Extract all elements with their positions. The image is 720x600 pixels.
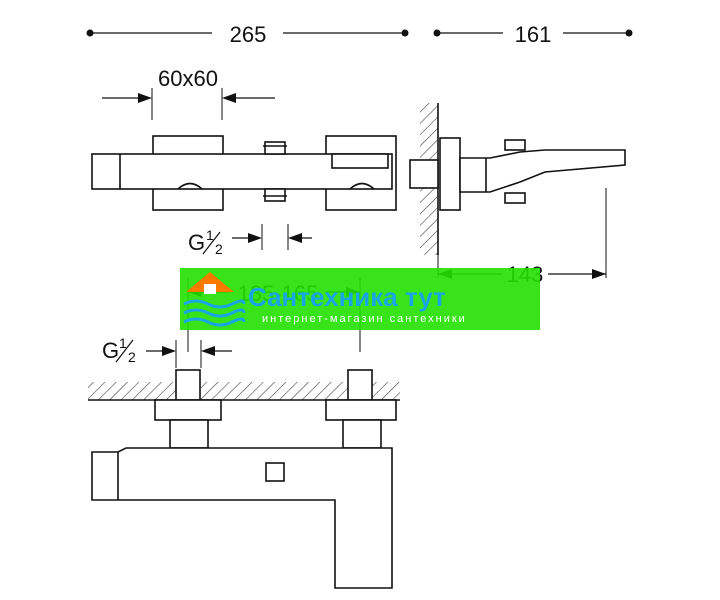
thread-dimension-bottom: G 1 2 [102, 335, 232, 368]
top-view [91, 135, 397, 211]
thread-bottom-letter: G [102, 338, 119, 363]
knob-side-top [504, 139, 526, 151]
mixer-body-front [91, 447, 393, 589]
front-view [88, 369, 400, 589]
dimension-161: 161 [433, 22, 633, 47]
wall-hatch-front [88, 382, 400, 400]
dimension-265: 265 [86, 22, 409, 47]
diverter-button-front [265, 462, 285, 482]
connector-front-right [342, 419, 382, 449]
dim-dot-right [401, 29, 409, 37]
svg-text:1: 1 [119, 335, 127, 351]
dim-60x60-label: 60x60 [158, 66, 218, 91]
watermark-banner: Сантехника тут интернет-магазин сантехни… [180, 268, 540, 330]
flange-front-right [325, 399, 397, 421]
svg-text:1: 1 [206, 227, 214, 243]
flange-front-left [154, 399, 222, 421]
knob-side-bottom [504, 192, 526, 204]
diverter-knob-bottom [264, 188, 286, 202]
watermark-brand: Сантехника тут [248, 282, 446, 312]
connector-front-left [169, 419, 209, 449]
inlet-side [409, 159, 439, 189]
dimension-60x60: 60x60 [102, 66, 275, 120]
dim-161-label: 161 [515, 22, 552, 47]
watermark-tagline: интернет-магазин сантехники [262, 313, 467, 325]
connector-right [349, 182, 375, 190]
body-side [459, 149, 626, 193]
connector-left [177, 182, 203, 190]
side-view [409, 103, 626, 278]
flange-side [439, 137, 461, 211]
thread-dimension-top: G 1 2 [188, 224, 312, 257]
inlet-right [347, 369, 373, 401]
inlet-left [175, 369, 201, 401]
dim-265-label: 265 [230, 22, 267, 47]
svg-text:2: 2 [128, 349, 136, 365]
diverter-knob-top [264, 141, 286, 155]
svg-text:2: 2 [215, 241, 223, 257]
watermark-logo-icon [183, 272, 246, 327]
lever-top [331, 153, 389, 169]
thread-top-letter: G [188, 230, 205, 255]
